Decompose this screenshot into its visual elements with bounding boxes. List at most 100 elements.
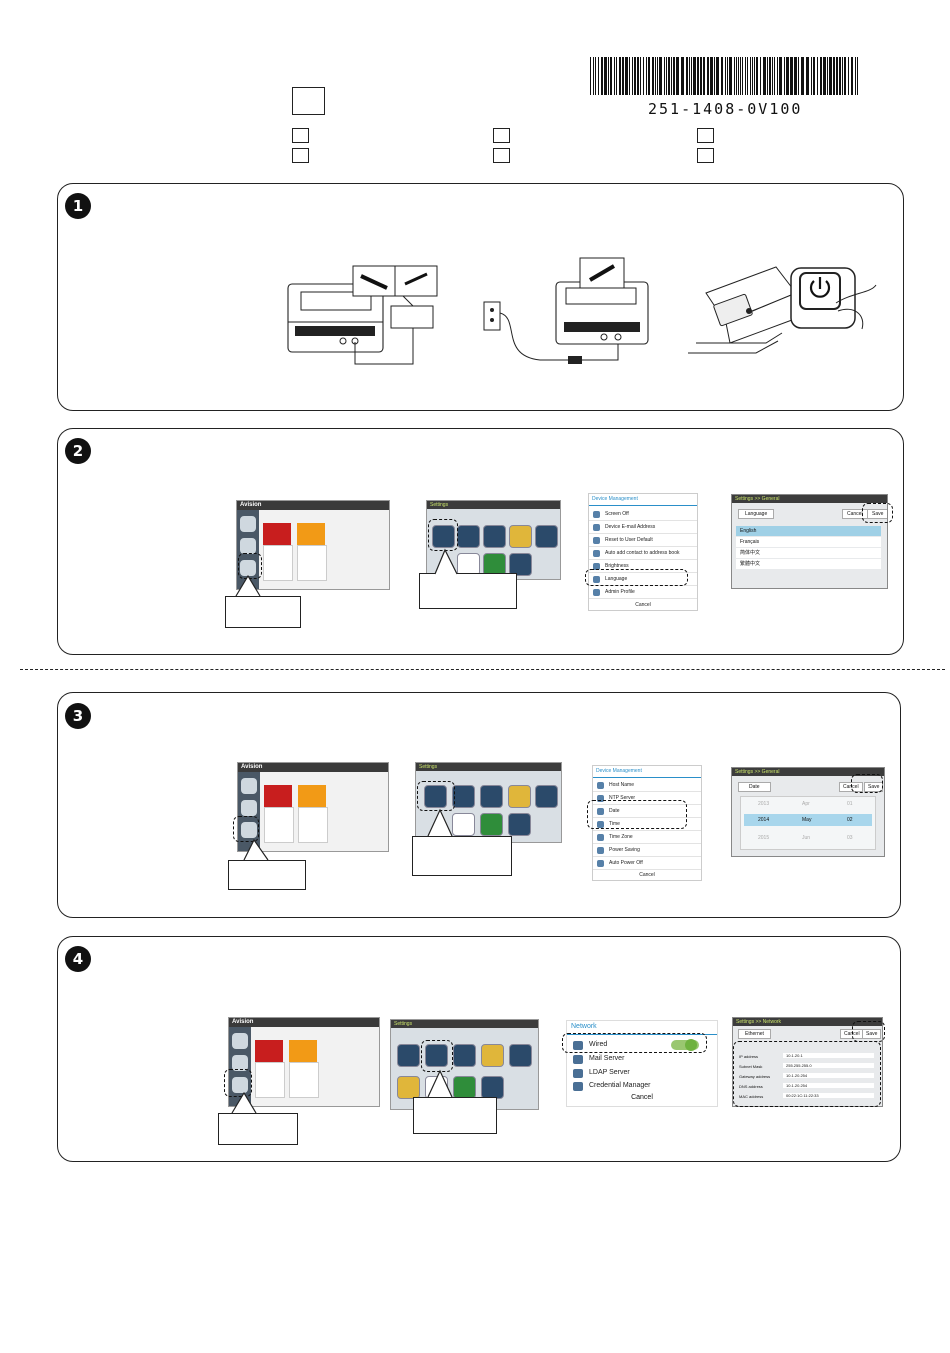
email-icon[interactable] [480,785,503,808]
checkbox-1[interactable] [292,128,309,143]
list-item[interactable]: Auto add contact to address book [589,547,697,560]
barcode-bar [829,57,832,95]
public-folder-tile[interactable] [289,1040,317,1062]
list-item[interactable]: Host Name [593,779,701,792]
time-profile-icon[interactable] [397,1076,420,1099]
highlight-device-mgmt [417,781,455,811]
barcode-bar [820,57,822,95]
barcode-bar [827,57,828,95]
language-option[interactable]: Français [736,537,881,547]
callout-pointer [434,548,458,575]
list-item[interactable]: Screen Off [589,508,697,521]
folder-icon[interactable] [508,785,531,808]
checkbox-5[interactable] [697,128,714,143]
list-item[interactable]: Device E-mail Address [589,521,697,534]
device-mgmt-icon[interactable] [424,785,447,808]
barcode-bar [681,57,684,95]
barcode-bar [756,57,758,95]
language-tab[interactable]: Language [738,509,775,519]
settings-screen-3: Settings [415,762,562,843]
barcode-bar [657,57,658,95]
brand-label: Avision [238,763,388,772]
scan-icon[interactable] [481,1076,504,1099]
network-list: Network Wired Mail Server LDAP Server Cr… [566,1020,718,1107]
save-button[interactable]: Save [862,1029,882,1039]
date-cell: 02 [847,817,853,823]
barcode-bar [590,57,591,95]
date-tab[interactable]: Date [738,782,771,792]
folder-icon[interactable] [481,1044,504,1067]
profile-icon[interactable] [452,813,475,836]
field-value[interactable]: 255.255.255.0 [783,1063,874,1068]
email-icon[interactable] [453,1044,476,1067]
list-item[interactable]: NTP Server [593,792,701,805]
checkbox-2[interactable] [292,148,309,163]
barcode-bar [646,57,647,95]
field-value[interactable]: 10.1.20.254 [783,1083,874,1088]
cancel-button[interactable]: Cancel [839,782,863,792]
language-option[interactable]: English [736,526,881,536]
save-button[interactable]: Save [867,509,887,519]
language-option[interactable]: 简体中文 [736,548,881,558]
list-item[interactable]: LDAP Server [567,1066,717,1080]
barcode-bar [703,57,705,95]
list-item[interactable]: Brightness [589,560,697,573]
usb-flash-tile[interactable] [255,1040,283,1062]
barcode-bar [769,57,771,95]
public-folder-tile[interactable] [297,523,325,545]
wired-toggle-knob [685,1039,697,1051]
device-mgmt-icon[interactable] [432,525,455,548]
list-item[interactable]: Reset to User Default [589,534,697,547]
field-value[interactable]: 10.1.20.1 [783,1053,874,1058]
barcode-bar [697,57,699,95]
barcode-bar [857,57,858,95]
list-item[interactable]: Time [593,818,701,831]
field-label: Subnet Mask [739,1064,763,1069]
scan-icon[interactable] [508,813,531,836]
field-value[interactable]: 00:22:1C:11:22:33 [783,1093,874,1098]
list-item[interactable]: Date [593,805,701,818]
barcode-bar [619,57,621,95]
barcode-bar [774,57,775,95]
network-header: Network [571,1023,597,1030]
checkbox-6[interactable] [697,148,714,163]
user-icon[interactable] [509,1044,532,1067]
checkbox-4[interactable] [493,148,510,163]
green-icon[interactable] [480,813,503,836]
barcode-bar [691,57,692,95]
list-item[interactable]: Admin Profile [589,586,697,599]
list-item-wired[interactable]: Wired [567,1038,717,1052]
network-icon[interactable] [425,1044,448,1067]
folder-icon[interactable] [509,525,532,548]
checkbox-3[interactable] [493,128,510,143]
user-icon[interactable] [535,525,558,548]
power-adapter-illustration [483,257,649,364]
list-item[interactable]: Mail Server [567,1052,717,1066]
cancel-button[interactable]: Cancel [635,602,651,608]
barcode-bar [598,57,599,95]
barcode-bar [798,57,799,95]
network-icon[interactable] [457,525,480,548]
language-option[interactable]: 繁體中文 [736,559,881,569]
settings-title: Settings [427,501,560,509]
barcode-bar [616,57,617,95]
user-icon[interactable] [535,785,558,808]
general-title: Settings >> General [732,495,887,503]
callout-pointer [231,1091,257,1114]
cancel-button[interactable]: Cancel [639,872,655,878]
list-item[interactable]: Auto Power Off [593,857,701,870]
list-item[interactable]: Power Saving [593,844,701,857]
usb-flash-tile[interactable] [263,523,291,545]
network-icon[interactable] [452,785,475,808]
list-item[interactable]: Credential Manager [567,1079,717,1093]
cancel-button[interactable]: Cancel [631,1094,653,1101]
usb-flash-tile[interactable] [264,785,292,807]
highlight-save [852,1021,885,1042]
scan-icon[interactable] [509,553,532,576]
email-icon[interactable] [483,525,506,548]
ethernet-tab[interactable]: Ethernet [738,1029,771,1039]
public-folder-tile[interactable] [298,785,326,807]
list-item[interactable]: Time Zone [593,831,701,844]
field-value[interactable]: 10.1.20.254 [783,1073,874,1078]
device-mgmt-icon[interactable] [397,1044,420,1067]
